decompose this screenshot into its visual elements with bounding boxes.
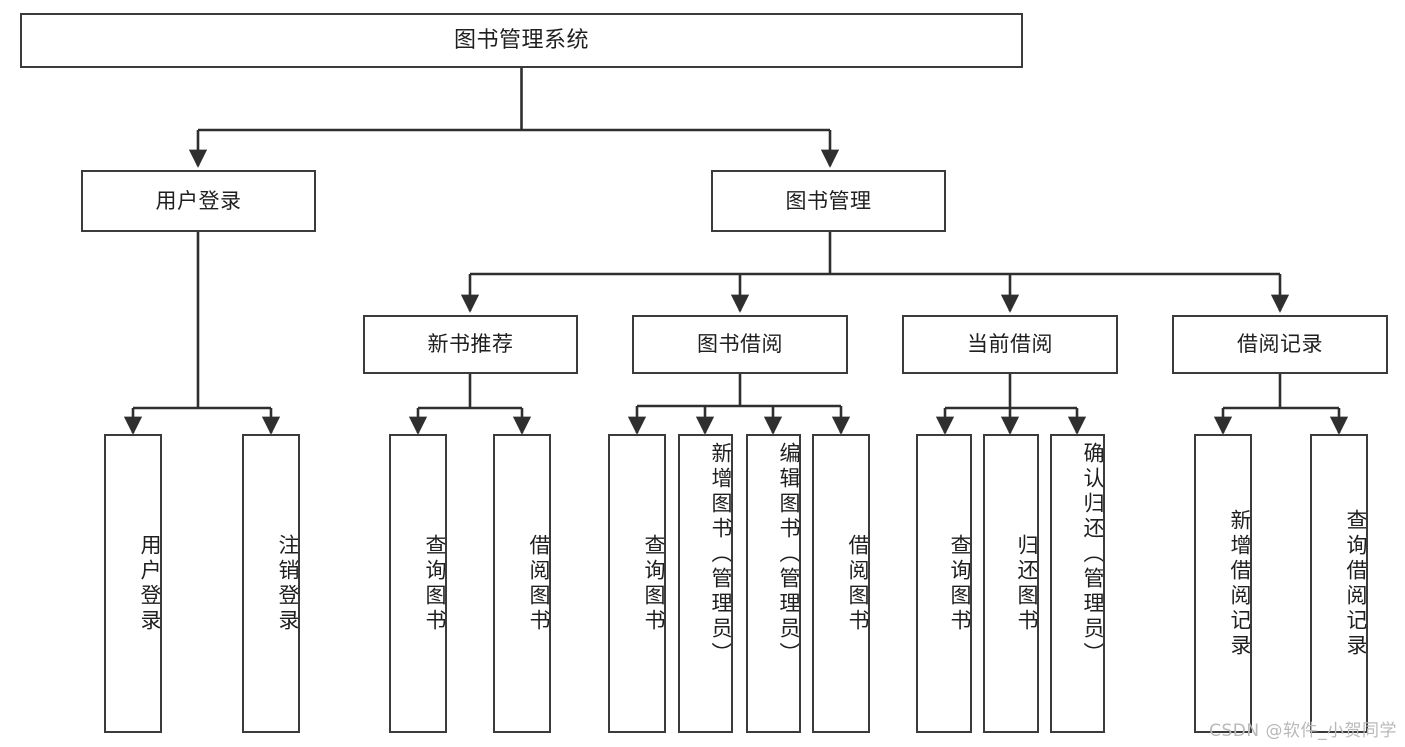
leaf-new-book-recommend-0[interactable]: 查询图书	[389, 434, 447, 733]
node-book-manage-label: 图书管理	[785, 188, 872, 213]
leaf-borrow-record-1[interactable]: 查询借阅记录	[1310, 434, 1368, 733]
leaf-label: 用户登录	[138, 533, 162, 634]
node-borrow-record[interactable]: 借阅记录	[1172, 315, 1388, 374]
leaf-label: 确认归还（管理员）	[1081, 442, 1105, 667]
leaf-user-login-1[interactable]: 注销登录	[242, 434, 300, 733]
node-book-borrow-label: 图书借阅	[697, 332, 783, 357]
leaf-label: 查询图书	[948, 533, 972, 634]
leaf-current-borrow-1[interactable]: 归还图书	[983, 434, 1039, 733]
leaf-book-borrow-2[interactable]: 编辑图书（管理员）	[746, 434, 801, 733]
leaf-label: 注销登录	[276, 533, 300, 634]
node-user-login[interactable]: 用户登录	[81, 170, 316, 232]
leaf-label: 借阅图书	[846, 533, 870, 634]
leaf-label: 归还图书	[1015, 533, 1039, 634]
leaf-book-borrow-3[interactable]: 借阅图书	[812, 434, 870, 733]
leaf-new-book-recommend-1[interactable]: 借阅图书	[493, 434, 551, 733]
leaf-label: 查询借阅记录	[1344, 508, 1368, 659]
leaf-label: 借阅图书	[527, 533, 551, 634]
leaf-label: 查询图书	[642, 533, 666, 634]
node-borrow-record-label: 借阅记录	[1237, 332, 1323, 357]
leaf-user-login-0[interactable]: 用户登录	[104, 434, 162, 733]
leaf-label: 新增借阅记录	[1228, 508, 1252, 659]
leaf-borrow-record-0[interactable]: 新增借阅记录	[1194, 434, 1252, 733]
leaf-current-borrow-2[interactable]: 确认归还（管理员）	[1050, 434, 1105, 733]
node-book-borrow[interactable]: 图书借阅	[632, 315, 848, 374]
leaf-label: 编辑图书（管理员）	[777, 442, 801, 667]
node-user-login-label: 用户登录	[155, 188, 242, 213]
leaf-book-borrow-0[interactable]: 查询图书	[608, 434, 666, 733]
watermark: CSDN @软件_小贺同学	[1209, 721, 1397, 741]
leaf-book-borrow-1[interactable]: 新增图书（管理员）	[678, 434, 733, 733]
node-new-book-recommend-label: 新书推荐	[427, 332, 514, 357]
leaf-label: 查询图书	[423, 533, 447, 634]
node-root[interactable]: 图书管理系统	[20, 13, 1023, 68]
node-current-borrow[interactable]: 当前借阅	[902, 315, 1118, 374]
leaf-current-borrow-0[interactable]: 查询图书	[916, 434, 972, 733]
leaf-label: 新增图书（管理员）	[709, 442, 733, 667]
node-new-book-recommend[interactable]: 新书推荐	[363, 315, 578, 374]
node-current-borrow-label: 当前借阅	[967, 332, 1053, 357]
node-root-label: 图书管理系统	[453, 27, 589, 53]
node-book-manage[interactable]: 图书管理	[711, 170, 946, 232]
